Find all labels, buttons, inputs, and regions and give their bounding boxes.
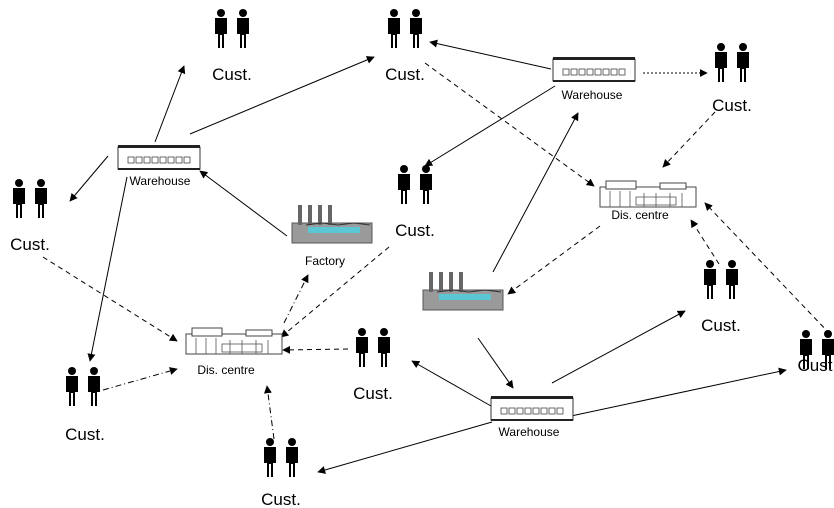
customer-label: Cust. [353, 384, 393, 403]
warehouse-label: Warehouse [562, 88, 623, 102]
customer-node: Cust. [212, 9, 252, 84]
warehouse-icon [552, 56, 636, 82]
customer-node: Cust. [10, 179, 50, 254]
customer-node: Cust. [701, 260, 741, 335]
distribution-centre-icon [599, 180, 697, 208]
edge-dc-left-to-factory-left [283, 274, 309, 324]
customer-icon [388, 9, 422, 48]
customer-node: Cust. [712, 43, 752, 115]
edge-wh-bottom-to-cust-mid-lower [411, 360, 492, 407]
customer-label: Cust. [10, 235, 50, 254]
edge-wh-bottom-to-cust-bottom [317, 421, 493, 474]
edge-cust-top-mid-to-dc-right [424, 62, 595, 187]
customer-icon [356, 328, 390, 367]
distribution-centre-node: Dis. centre [185, 327, 283, 377]
edge-factory-right-to-wh-bottom [477, 337, 514, 389]
edge-wh-bottom-to-cust-right-mid [551, 310, 686, 384]
customer-icon [66, 367, 100, 406]
customer-label: Cust. [385, 65, 425, 84]
edge-cust-bottom-to-dc-left [263, 385, 275, 440]
factory-icon [422, 271, 504, 311]
edge-cust-mid-lower-to-dc-left [282, 345, 349, 354]
customer-label: Cust. [65, 425, 105, 444]
customer-label: Cust [798, 356, 833, 375]
factory-node [422, 271, 504, 311]
edge-wh-left-to-cust-top-left [154, 65, 186, 143]
customer-node: Cust. [385, 9, 425, 84]
edge-cust-top-right-to-dc-right [662, 111, 716, 168]
distribution-centre-node: Dis. centre [599, 180, 697, 222]
customer-icon [215, 9, 249, 48]
edge-cust-far-right-to-dc-right [704, 202, 831, 335]
customer-icon [264, 438, 298, 477]
distribution-centre-label: Dis. centre [197, 363, 255, 377]
edge-factory-right-to-wh-top [492, 112, 579, 273]
customer-node: Cust. [65, 367, 105, 444]
warehouse-label: Warehouse [499, 425, 560, 439]
warehouse-label: Warehouse [130, 174, 191, 188]
edge-wh-top-to-cust-top-mid [429, 39, 552, 70]
warehouse-node: Warehouse [490, 395, 574, 439]
warehouse-node: Warehouse [552, 56, 636, 102]
edge-layer [42, 39, 831, 474]
warehouse-node: Warehouse [117, 144, 201, 188]
customer-node: Cust. [353, 328, 393, 403]
customer-node: Cust. [395, 165, 435, 240]
factory-label: Factory [305, 254, 345, 268]
distribution-centre-icon [185, 327, 283, 355]
customer-icon [715, 43, 749, 82]
edge-cust-bottom-left-to-dc-left [102, 367, 178, 391]
edge-cust-right-mid-to-dc-right [690, 219, 720, 265]
edge-cust-left-to-dc-left [42, 256, 178, 342]
customer-icon [13, 179, 47, 218]
edge-wh-left-to-cust-bottom-left [87, 176, 128, 362]
customer-label: Cust. [712, 96, 752, 115]
customer-label: Cust. [261, 490, 301, 508]
customer-label: Cust. [212, 65, 252, 84]
node-layer: Cust. Cust. Cust. Cust. Cust. Cust. Cust [10, 9, 834, 508]
warehouse-icon [490, 395, 574, 421]
edge-cust-center-to-dc-left [280, 246, 390, 338]
edge-wh-left-to-cust-left [69, 155, 109, 202]
edge-wh-bottom-to-cust-far-right [570, 367, 787, 417]
warehouse-icon [117, 144, 201, 170]
customer-node: Cust. [261, 438, 301, 508]
customer-icon [704, 260, 738, 299]
distribution-centre-label: Dis. centre [611, 208, 669, 222]
edge-wh-top-to-cust-center [424, 85, 556, 167]
edge-dc-right-to-factory-right [507, 225, 601, 295]
customer-label: Cust. [395, 221, 435, 240]
customer-icon [398, 165, 432, 204]
edge-factory-left-to-wh-left [199, 170, 288, 237]
customer-node: Cust [798, 330, 834, 375]
customer-label: Cust. [701, 316, 741, 335]
factory-node: Factory [291, 204, 373, 268]
factory-icon [291, 204, 373, 244]
edge-wh-left-to-cust-top-mid [189, 56, 375, 135]
